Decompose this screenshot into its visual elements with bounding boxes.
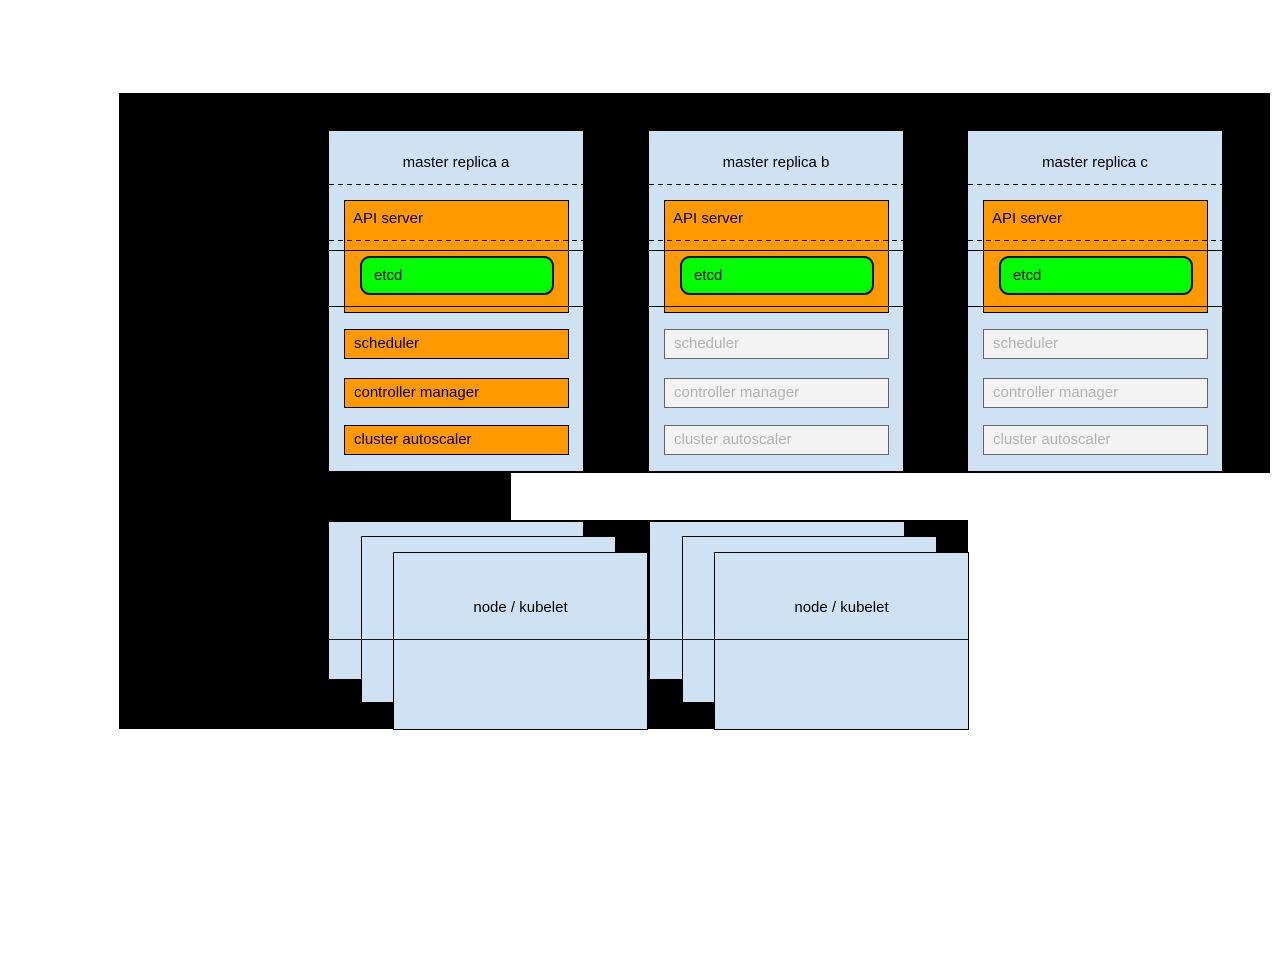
controller-manager-box: controller manager xyxy=(983,378,1208,408)
etcd-box: etcd xyxy=(999,256,1193,295)
master-replica-title: master replica c xyxy=(1042,154,1148,171)
etcd-label: etcd xyxy=(694,267,723,284)
etcd-label: etcd xyxy=(1013,267,1042,284)
master-replica-title: master replica a xyxy=(402,154,510,171)
etcd-cluster-zone-line xyxy=(329,250,583,251)
cluster-autoscaler-box: cluster autoscaler xyxy=(664,425,889,455)
scheduler-box: scheduler xyxy=(344,329,569,359)
load-balancer-zone-dashed-line xyxy=(649,184,903,185)
controller-manager-box: controller manager xyxy=(664,378,889,408)
cluster-autoscaler-box: cluster autoscaler xyxy=(344,425,569,455)
load-balancer-zone-dashed-line xyxy=(329,240,583,241)
controller-manager-box: controller manager xyxy=(344,378,569,408)
load-balancer-zone-dashed-line xyxy=(329,184,583,185)
load-balancer-zone-dashed-line xyxy=(649,240,903,241)
scheduler-box: scheduler xyxy=(983,329,1208,359)
api-server-box: API server etcd xyxy=(344,200,569,313)
etcd-cluster-zone-line xyxy=(649,306,903,307)
etcd-box: etcd xyxy=(360,256,554,295)
load-balancer-zone-dashed-line xyxy=(968,184,1222,185)
etcd-cluster-zone-line xyxy=(968,306,1222,307)
master-replica-b-box: master replica b API server etcd schedul… xyxy=(648,130,904,472)
node-kubelet-label: node / kubelet xyxy=(794,599,889,616)
api-server-label: API server xyxy=(992,210,1063,227)
node-divider-line xyxy=(328,639,968,640)
api-server-box: API server etcd xyxy=(664,200,889,313)
scheduler-box: scheduler xyxy=(664,329,889,359)
etcd-box: etcd xyxy=(680,256,874,295)
etcd-cluster-zone-line xyxy=(649,250,903,251)
master-replica-c-box: master replica c API server etcd schedul… xyxy=(967,130,1223,472)
cluster-autoscaler-box: cluster autoscaler xyxy=(983,425,1208,455)
node-kubelet-label: node / kubelet xyxy=(473,599,568,616)
master-replica-title: master replica b xyxy=(722,154,830,171)
api-server-label: API server xyxy=(353,210,424,227)
etcd-label: etcd xyxy=(374,267,403,284)
node-stack: node / kubelet xyxy=(328,521,648,730)
node-box-front: node / kubelet xyxy=(714,552,969,730)
node-box-front: node / kubelet xyxy=(393,552,648,730)
master-replica-a-box: master replica a API server etcd schedul… xyxy=(328,130,584,472)
etcd-cluster-zone-line xyxy=(968,250,1222,251)
etcd-cluster-zone-line xyxy=(329,306,583,307)
node-stack: node / kubelet xyxy=(649,521,969,730)
api-server-label: API server xyxy=(673,210,744,227)
api-server-box: API server etcd xyxy=(983,200,1208,313)
load-balancer-zone-dashed-line xyxy=(968,240,1222,241)
